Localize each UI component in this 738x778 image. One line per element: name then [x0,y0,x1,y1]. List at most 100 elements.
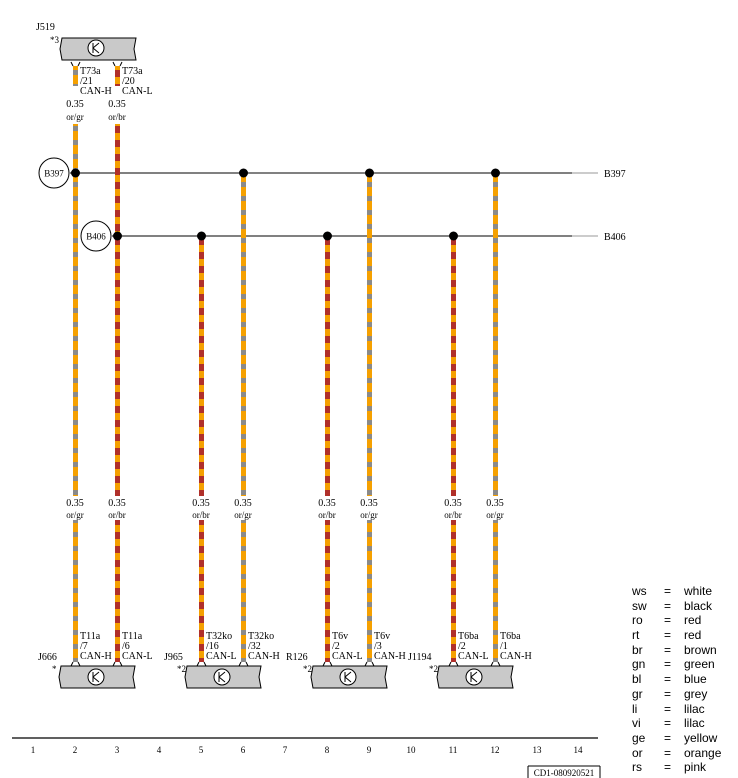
svg-text:CAN-L: CAN-L [206,651,237,662]
legend-code: gr [632,686,643,701]
legend-name: black [684,598,713,613]
svg-text:/7: /7 [80,641,88,652]
legend-name: green [684,657,715,672]
legend-code: li [632,701,638,716]
svg-text:/32: /32 [248,641,261,652]
legend-code: or [632,745,643,760]
legend-row: gr=grey [632,687,732,702]
footer-code: CD1-080920521 [527,765,601,778]
svg-text:/2: /2 [458,641,466,652]
legend-equals: = [664,628,672,643]
svg-text:CAN-H: CAN-H [80,86,112,97]
svg-text:0.35: 0.35 [234,498,252,509]
wire-r126-canl [325,236,330,662]
legend-name: red [684,628,702,643]
grid-number: 6 [241,745,246,755]
component-name: J1194 [408,652,432,663]
svg-text:CAN-L: CAN-L [122,651,153,662]
svg-text:T11a: T11a [122,631,143,642]
legend-row: or=orange [632,746,732,761]
legend-code: ro [632,613,643,628]
control-unit-icon [213,668,231,686]
legend-equals: = [664,642,672,657]
svg-text:CAN-H: CAN-H [80,651,112,662]
svg-text:0.35: 0.35 [108,498,126,509]
pin-marker: * [52,664,57,674]
svg-text:CAN-H: CAN-H [500,651,532,662]
svg-text:T6v: T6v [374,631,390,642]
legend-code: rs [632,760,642,775]
wire-j519-canh [73,66,78,662]
svg-text:or/br: or/br [108,112,126,122]
legend-row: bl=blue [632,672,732,687]
grid-number: 1 [31,745,36,755]
svg-text:T6ba: T6ba [500,631,521,642]
svg-text:or/gr: or/gr [486,510,504,520]
component-name: J666 [38,652,57,663]
legend-code: ge [632,730,646,745]
grid-number: 7 [283,745,288,755]
legend-row: gn = green [632,657,732,672]
bus-circle-label: B406 [86,232,106,242]
legend-row: rs=pink [632,760,732,775]
svg-text:CAN-H: CAN-H [248,651,280,662]
legend-row: ge = yellow [632,731,732,746]
legend-name: orange [684,745,722,760]
grid-number: 13 [533,745,543,755]
legend-name: lilac [684,716,705,731]
pin-marker: *2 [429,664,438,674]
svg-text:/1: /1 [500,641,508,652]
svg-text:CAN-H: CAN-H [374,651,406,662]
component-j519: J519 *3 [36,22,137,67]
legend-name: yellow [684,730,718,745]
svg-text:or/br: or/br [318,510,336,520]
svg-text:0.35: 0.35 [444,498,462,509]
footer-code-text: CD1-080920521 [534,768,595,778]
wire-mid-labels: 0.35 or/gr 0.35 or/br 0.35 or/br 0.35 or… [66,498,504,520]
control-unit-icon [87,39,105,57]
svg-text:0.35: 0.35 [66,498,84,509]
svg-text:/3: /3 [374,641,382,652]
svg-text:0.35: 0.35 [192,498,210,509]
svg-text:/6: /6 [122,641,130,652]
grid-number: 8 [325,745,330,755]
wire-j519-canl [115,66,120,662]
grid-ruler: 1 2 3 4 5 6 7 8 9 10 11 12 13 14 [12,737,598,755]
legend-equals: = [664,760,672,775]
bus-circle-b397: B397 [38,157,70,189]
wire-top-labels-canh: T73a /21 CAN-H 0.35 or/gr [66,66,111,122]
legend-equals: = [664,598,672,613]
control-unit-icon [339,668,357,686]
pin-marker: *3 [50,35,60,45]
svg-text:T6v: T6v [332,631,348,642]
legend-equals: = [664,716,672,731]
legend-equals: = [664,584,672,598]
svg-text:0.35: 0.35 [108,99,126,110]
legend-row: sw = black [632,599,732,614]
grid-number: 9 [367,745,372,755]
grid-number: 3 [115,745,120,755]
bus-end-label-b406: B406 [604,232,626,243]
wire-r126-canh [367,173,372,662]
legend-equals: = [664,701,672,716]
svg-text:or/br: or/br [108,510,126,520]
svg-text:T32ko: T32ko [206,631,232,642]
wire-j1194-canl [451,236,456,662]
legend-name: lilac [684,701,705,716]
svg-text:/20: /20 [122,76,135,87]
legend-code: ws [632,584,647,598]
legend-code: sw [632,598,647,613]
legend-code: gn [632,657,646,672]
legend-name: grey [684,686,708,701]
svg-text:or/br: or/br [444,510,462,520]
legend-equals: = [664,657,672,672]
legend-equals: = [664,730,672,745]
svg-text:/21: /21 [80,76,93,87]
pin-marker: *2 [177,664,186,674]
component-r126: R126 *2 [286,652,388,689]
legend-equals: = [664,672,672,687]
wire-j965-canh [241,173,246,662]
grid-number: 10 [407,745,417,755]
svg-text:T32ko: T32ko [248,631,274,642]
